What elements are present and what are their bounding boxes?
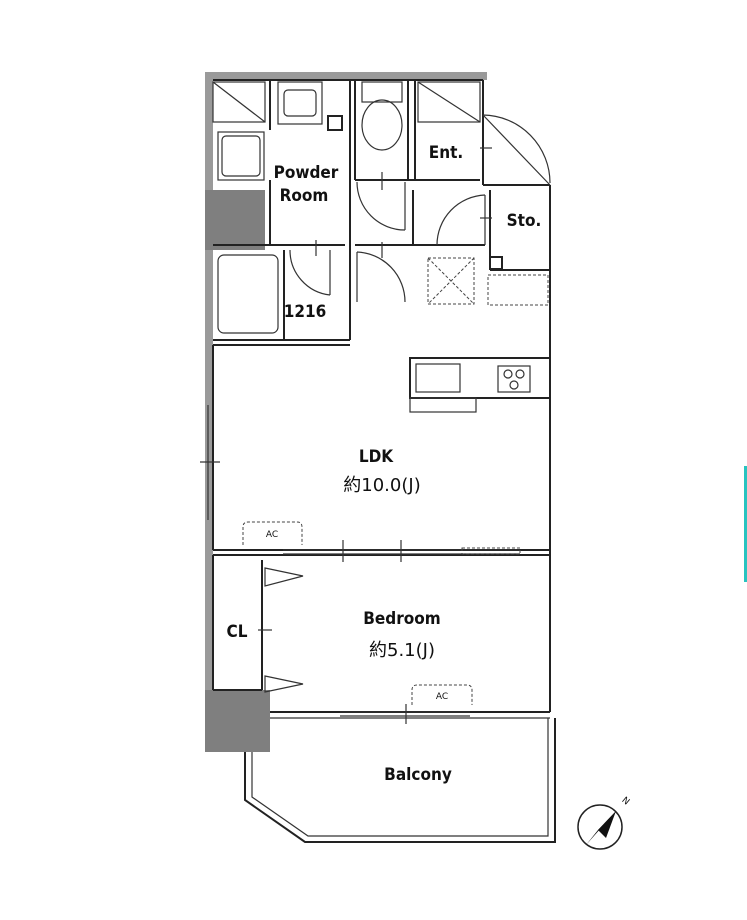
ldk-window bbox=[200, 405, 220, 520]
outer-walls bbox=[205, 72, 487, 752]
closet-doors bbox=[258, 567, 304, 693]
bedroom-label: Bedroom bbox=[363, 609, 440, 629]
compass-icon: N bbox=[577, 795, 631, 850]
doors bbox=[289, 114, 551, 303]
sliding-window-balcony bbox=[340, 704, 470, 724]
ac-units bbox=[242, 521, 473, 705]
sliding-door-ldk-bedroom bbox=[283, 540, 521, 562]
bath-unit-label: 1216 bbox=[284, 302, 327, 322]
entrance-label: Ent. bbox=[429, 143, 463, 163]
storage-label: Sto. bbox=[507, 211, 542, 231]
edge-accent bbox=[744, 466, 747, 582]
powder-room-label-line2: Room bbox=[280, 186, 329, 206]
bedroom-size-label: 約5.1(J) bbox=[369, 640, 435, 661]
fixtures bbox=[212, 81, 551, 413]
closet-label: CL bbox=[227, 622, 248, 642]
ldk-label: LDK bbox=[359, 447, 394, 467]
ac-label-ldk: AC bbox=[266, 530, 278, 540]
balcony-label: Balcony bbox=[384, 765, 452, 785]
powder-room-label-line1: Powder bbox=[274, 163, 339, 183]
compass-north-label: N bbox=[619, 795, 631, 807]
ldk-size-label: 約10.0(J) bbox=[343, 475, 420, 496]
ac-label-bedroom: AC bbox=[436, 692, 448, 702]
